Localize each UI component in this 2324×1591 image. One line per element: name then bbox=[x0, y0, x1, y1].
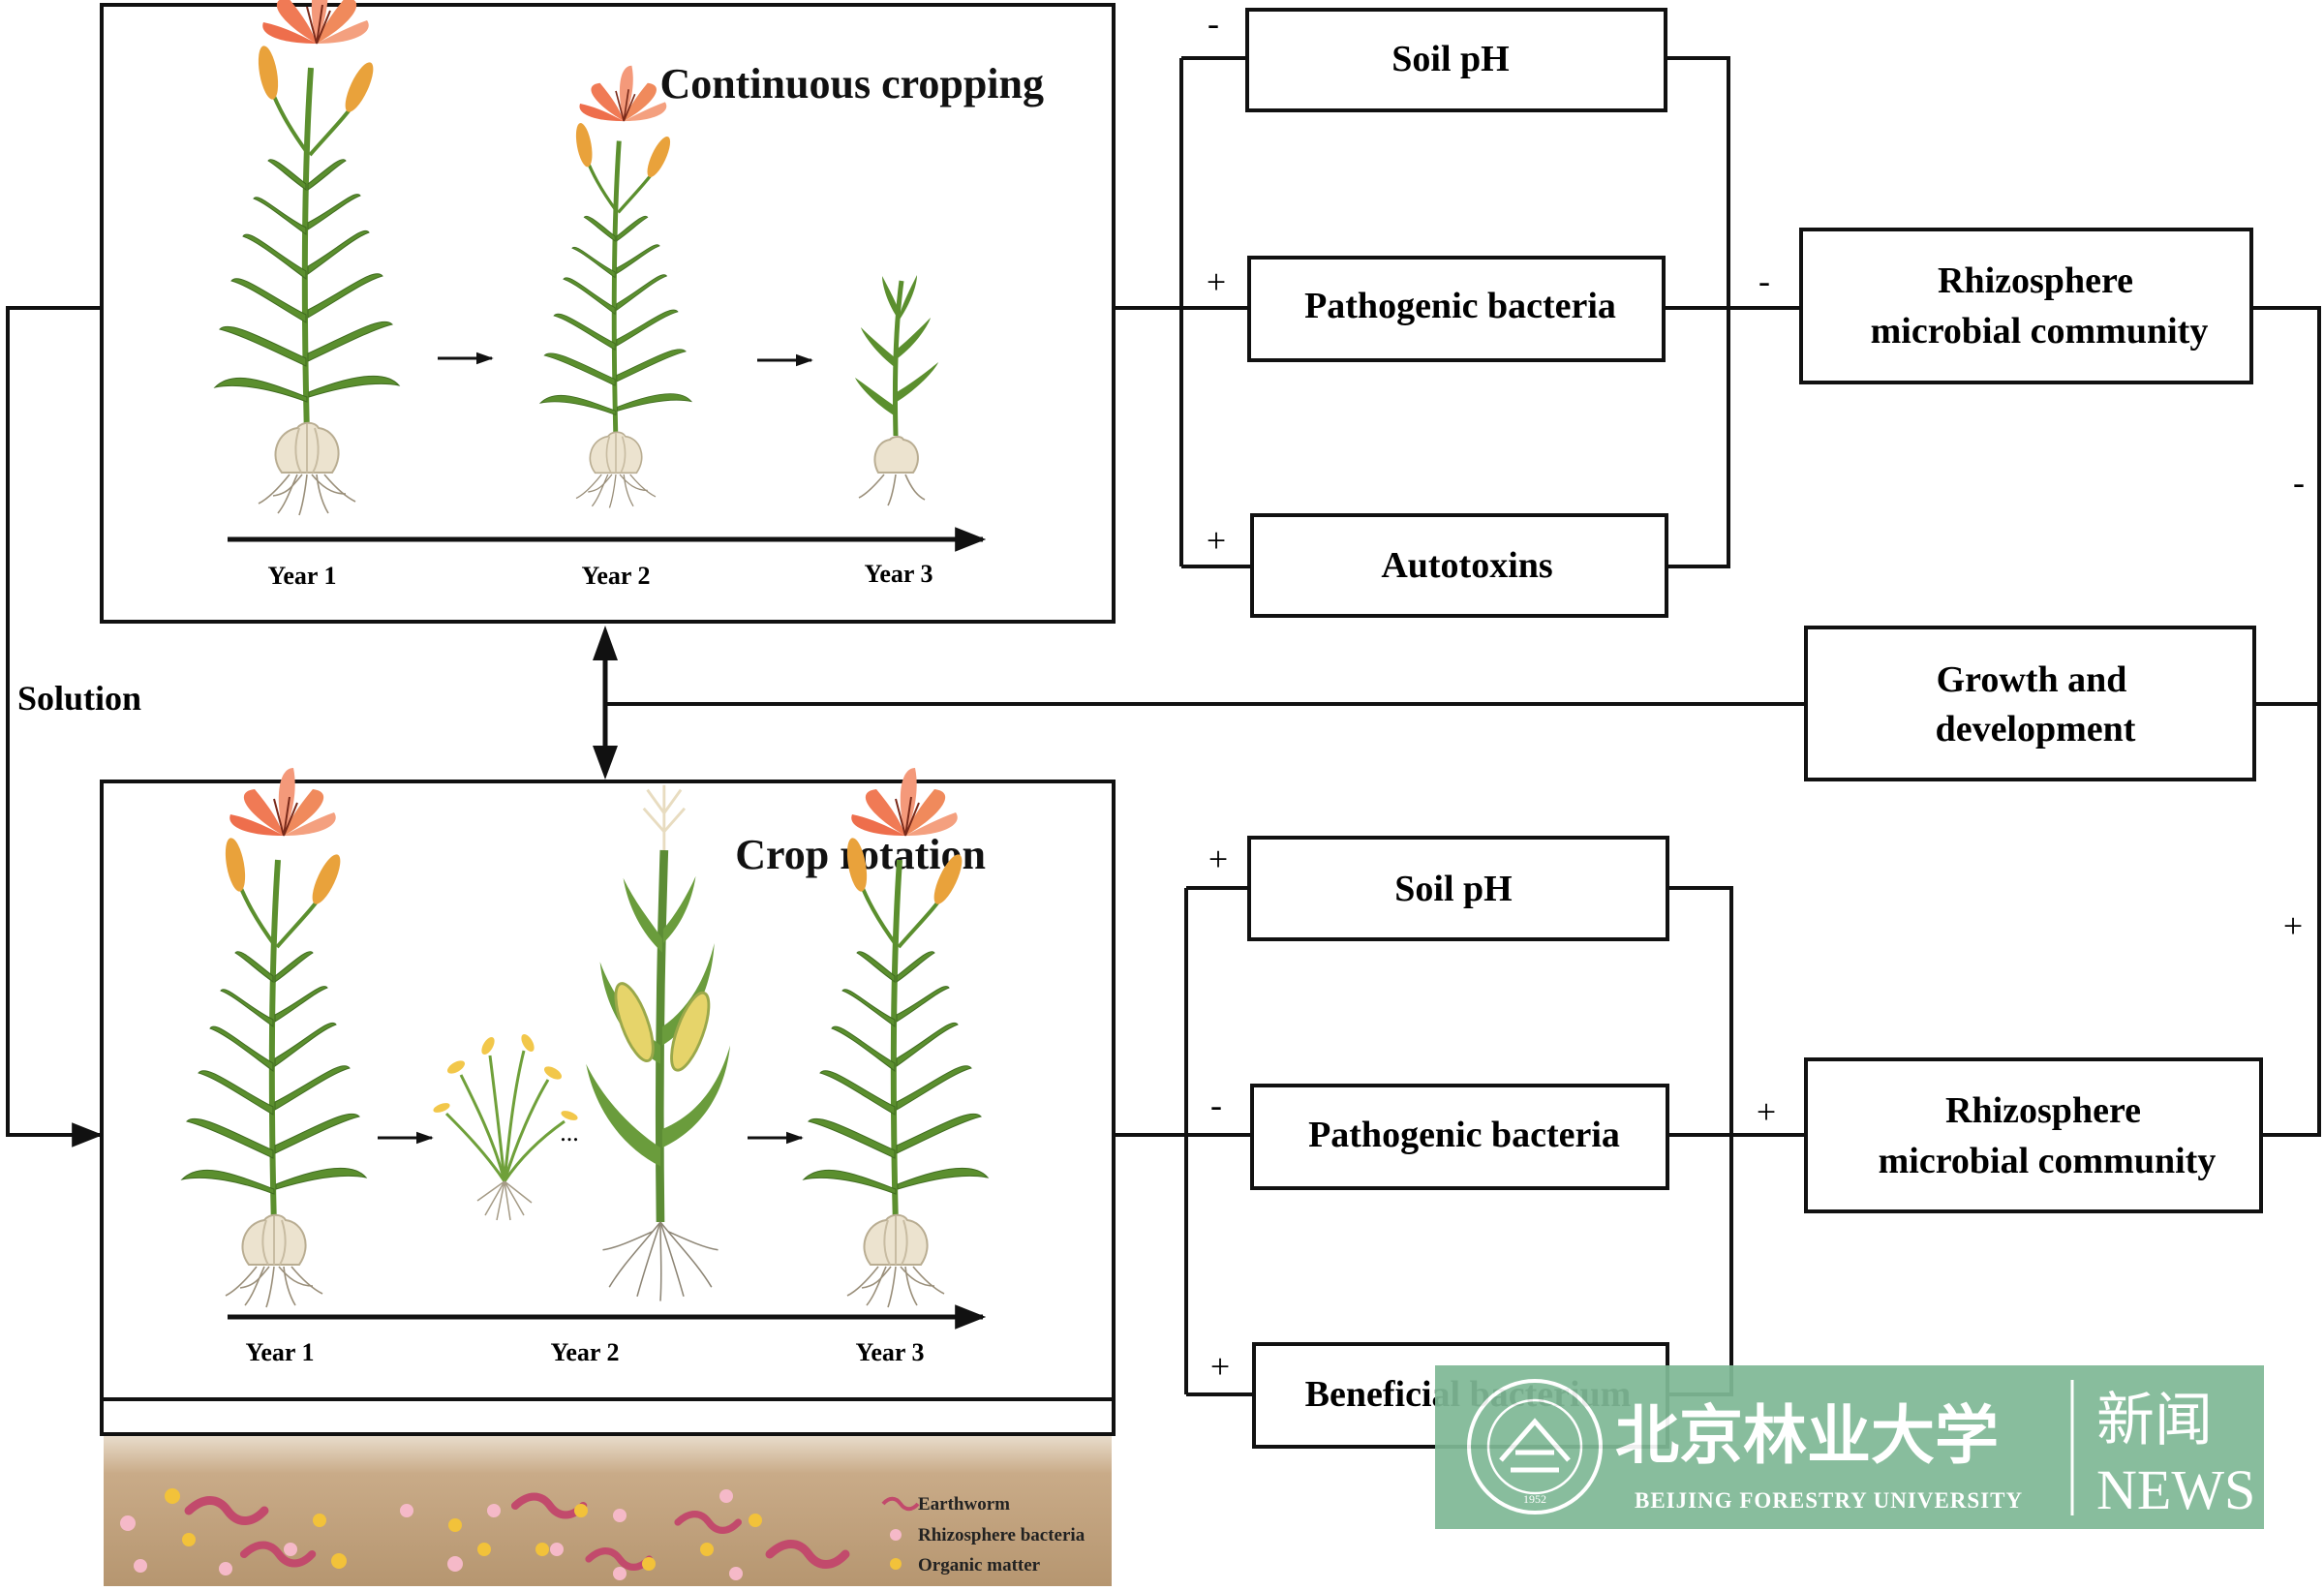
continuous-year-1: Year 1 bbox=[267, 562, 336, 590]
double-arrow-up-head bbox=[593, 626, 618, 660]
lower-pathogenic-label: Pathogenic bacteria bbox=[1308, 1115, 1620, 1155]
lower-soil-ph-sign: + bbox=[1208, 840, 1228, 878]
upper-autotoxins-sign: + bbox=[1207, 521, 1226, 560]
upper-soil-ph-box bbox=[1245, 8, 1667, 112]
lower-community-line1: Rhizosphere bbox=[1945, 1090, 2141, 1131]
growth-line2: development bbox=[1936, 709, 2136, 750]
upper-soil-ph-label: Soil pH bbox=[1391, 39, 1509, 79]
rotation-year-3: Year 3 bbox=[855, 1338, 924, 1366]
legend-rhizosphere-bacteria: Rhizosphere bacteria bbox=[918, 1525, 1086, 1545]
earthworm-legend-icon bbox=[881, 1496, 920, 1512]
upper-community-in-sign: - bbox=[1758, 261, 1770, 300]
upper-community-box bbox=[1799, 228, 2253, 384]
continuous-cropping-title: Continuous cropping bbox=[659, 60, 1044, 107]
upper-autotoxins-box bbox=[1250, 513, 1668, 618]
growth-line1: Growth and bbox=[1937, 659, 2127, 700]
continuous-year-3: Year 3 bbox=[864, 560, 933, 588]
seal-year: 1952 bbox=[1523, 1492, 1546, 1506]
double-arrow-down-head bbox=[593, 746, 618, 780]
lower-beneficial-sign: + bbox=[1210, 1347, 1230, 1386]
lower-community-line2: microbial community bbox=[1879, 1141, 2217, 1181]
organic-matter-legend-icon bbox=[890, 1558, 902, 1570]
watermark-en-news: NEWS bbox=[2096, 1458, 2255, 1521]
lower-community-out-sign: + bbox=[2283, 906, 2303, 945]
growth-development-box bbox=[1804, 626, 2256, 781]
upper-community-line1: Rhizosphere bbox=[1938, 260, 2133, 301]
lower-soil-ph-label: Soil pH bbox=[1394, 869, 1512, 909]
rhizosphere-bacteria-legend-icon bbox=[890, 1529, 902, 1541]
upper-community-out-sign: - bbox=[2293, 463, 2305, 502]
rotation-ellipsis: ... bbox=[560, 1118, 579, 1147]
legend-organic-matter: Organic matter bbox=[918, 1555, 1041, 1576]
lower-pathogenic-box bbox=[1250, 1084, 1669, 1190]
upper-pathogenic-label: Pathogenic bacteria bbox=[1304, 286, 1616, 326]
lower-community-box bbox=[1804, 1057, 2263, 1213]
lower-pathogenic-sign: - bbox=[1210, 1086, 1222, 1124]
continuous-year-2: Year 2 bbox=[581, 562, 650, 590]
solution-label: Solution bbox=[17, 679, 141, 718]
upper-autotoxins-label: Autotoxins bbox=[1381, 545, 1552, 586]
upper-community-line2: microbial community bbox=[1871, 311, 2209, 352]
upper-connectors bbox=[1114, 56, 2321, 1396]
watermark-cn-news: 新闻 bbox=[2096, 1389, 2213, 1453]
lower-soil-ph-box bbox=[1247, 836, 1669, 941]
legend-earthworm: Earthworm bbox=[918, 1494, 1010, 1515]
lower-community-in-sign: + bbox=[1757, 1092, 1776, 1131]
solution-connector bbox=[6, 306, 104, 1147]
watermark: 1952 北京林业大学 BEIJING FORESTRY UNIVERSITY … bbox=[1435, 1365, 2264, 1529]
soil-illustration bbox=[104, 1436, 1112, 1586]
university-seal-icon: 1952 bbox=[1467, 1379, 1603, 1515]
rotation-year-1: Year 1 bbox=[245, 1338, 314, 1366]
watermark-cn-name: 北京林业大学 bbox=[1615, 1401, 1999, 1472]
soil-strip-frame bbox=[100, 1397, 1116, 1436]
soil-legend: Earthworm Rhizosphere bacteria Organic m… bbox=[881, 1494, 1086, 1576]
upper-soil-ph-sign: - bbox=[1208, 4, 1219, 43]
rotation-year-2: Year 2 bbox=[550, 1338, 619, 1366]
upper-pathogenic-sign: + bbox=[1207, 262, 1226, 301]
upper-pathogenic-box bbox=[1247, 256, 1666, 362]
watermark-en-name: BEIJING FORESTRY UNIVERSITY bbox=[1635, 1488, 2023, 1513]
